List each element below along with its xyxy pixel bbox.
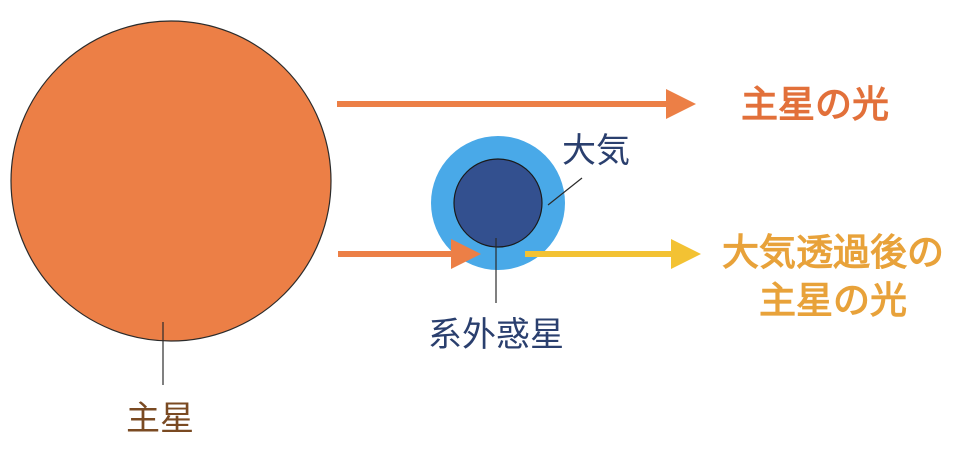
atmosphere-leader-line (547, 177, 583, 206)
star-light-label: 主星の光 (741, 83, 889, 126)
transmitted-light-label-line2: 主星の光 (759, 279, 907, 322)
exoplanet-body (453, 158, 543, 248)
exoplanet-label: 系外惑星 (428, 315, 564, 355)
atmosphere-label: 大気 (562, 131, 630, 171)
transmitted-light-label-line1: 大気透過後の (722, 231, 944, 274)
star-label: 主星 (126, 399, 194, 439)
host-star (10, 20, 332, 342)
